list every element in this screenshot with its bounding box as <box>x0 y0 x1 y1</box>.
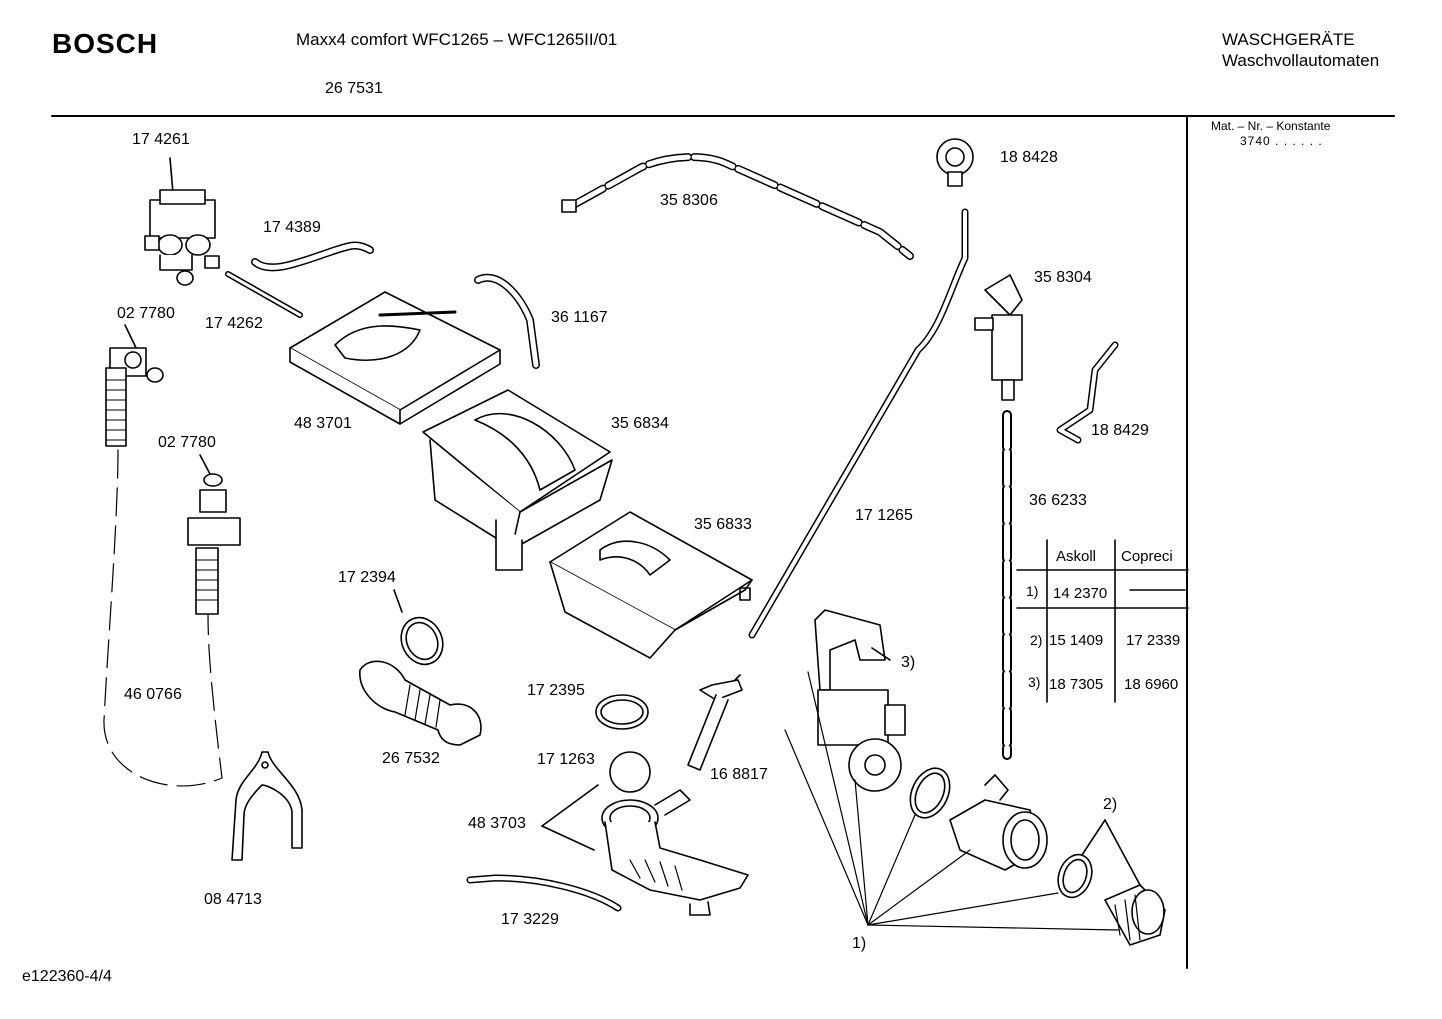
category-line-2: Waschvollautomaten <box>1222 51 1380 70</box>
table-row-key: 1) <box>1026 583 1039 599</box>
sump-hose-483703 <box>601 789 749 916</box>
part-label: 17 2395 <box>527 682 585 699</box>
pressure-chamber-358304 <box>974 274 1023 401</box>
connector-027780-b <box>187 473 241 615</box>
seal-ring-172395 <box>595 694 649 730</box>
drain-pump <box>817 689 906 792</box>
table-header-copreci: Copreci <box>1121 548 1173 565</box>
part-label: 17 2394 <box>338 569 396 586</box>
dispenser-housing-356834 <box>422 389 613 571</box>
part-label: 36 6233 <box>1029 492 1087 509</box>
part-label: 02 7780 <box>117 305 175 322</box>
part-label: 16 8817 <box>710 766 768 783</box>
part-label: 17 1265 <box>855 507 913 524</box>
note-marker-3: 3) <box>901 654 916 671</box>
filter-seal-ring <box>1057 853 1093 899</box>
pressure-switch-188428 <box>936 138 974 187</box>
part-label: 35 8306 <box>660 192 718 209</box>
brand-logo: BOSCH <box>52 28 159 59</box>
part-label: 35 6834 <box>611 415 669 432</box>
part-label: 08 4713 <box>204 891 262 908</box>
part-label: 48 3701 <box>294 415 352 432</box>
part-label: 02 7780 <box>158 434 216 451</box>
table-row-key: 2) <box>1030 632 1043 648</box>
part-label: 26 7532 <box>382 750 440 767</box>
part-label: 35 8304 <box>1034 269 1092 286</box>
model-title: Maxx4 comfort WFC1265 – WFC1265II/01 <box>296 30 618 49</box>
sub-number: 26 7531 <box>325 80 383 97</box>
table-cell-askoll: 18 7305 <box>1049 676 1104 693</box>
part-label: 36 1167 <box>551 309 608 326</box>
part-label: 17 3229 <box>501 911 559 928</box>
hose-358306 <box>561 153 914 260</box>
pump-seal-ring <box>909 767 951 819</box>
ball-171263 <box>609 751 651 793</box>
part-label: 18 8429 <box>1091 422 1149 439</box>
table-cell-copreci: 17 2339 <box>1126 632 1181 649</box>
drawer-frame-483701 <box>289 291 501 425</box>
lint-filter <box>1104 884 1166 946</box>
detergent-drawer-356833 <box>549 511 753 659</box>
inlet-valve-part <box>144 157 220 286</box>
part-label: 35 6833 <box>694 516 752 533</box>
part-label: 17 4389 <box>263 219 321 236</box>
mat-nr-label: Mat. – Nr. – Konstante <box>1211 119 1331 133</box>
table-row-key: 3) <box>1028 674 1041 690</box>
table-cell-copreci: 18 6960 <box>1124 676 1179 693</box>
part-label: 17 4262 <box>205 315 263 332</box>
table-header-askoll: Askoll <box>1056 548 1097 565</box>
bellows-267532 <box>359 660 482 746</box>
category-line-1: WASCHGERÄTE <box>1222 30 1355 49</box>
table-cell-askoll: 14 2370 <box>1053 585 1108 602</box>
filter-housing <box>949 774 1048 871</box>
note-1-leaders <box>784 671 1119 931</box>
part-label: 48 3703 <box>468 815 526 832</box>
note-marker-1: 1) <box>852 935 867 952</box>
mat-nr-value: 3740 . . . . . . <box>1240 134 1323 148</box>
hose-hanger-084713 <box>231 751 303 861</box>
part-label: 18 8428 <box>1000 149 1058 166</box>
part-label: 17 1263 <box>537 751 595 768</box>
connector-027780-a <box>105 347 164 447</box>
note-marker-2: 2) <box>1103 796 1118 813</box>
part-label: 46 0766 <box>124 686 182 703</box>
table-cell-askoll: 15 1409 <box>1049 632 1104 649</box>
supplier-table-grid <box>1016 539 1189 703</box>
document-id: e122360-4/4 <box>22 968 112 985</box>
seal-ring-172394 <box>400 616 444 666</box>
part-label: 17 4261 <box>132 131 190 148</box>
hose-171265 <box>748 208 969 639</box>
hose-460766 <box>103 449 223 787</box>
sensor-168817 <box>687 674 743 771</box>
